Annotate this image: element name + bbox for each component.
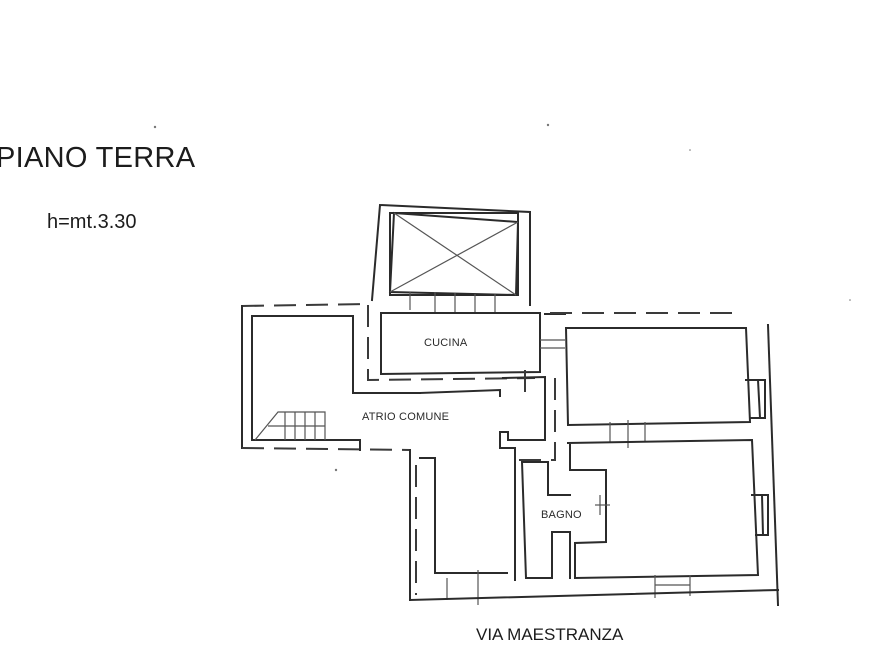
skylight-void: [370, 203, 531, 312]
left-room: [241, 303, 421, 451]
right-lower-room: [446, 438, 769, 605]
outer-wall-bottom: [408, 588, 780, 602]
right-upper-room: [550, 312, 780, 607]
room-label-atrio-comune: ATRIO COMUNE: [362, 411, 450, 423]
floor-title: PIANO TERRA: [0, 142, 196, 174]
ceiling-height-note: h=mt.3.30: [47, 211, 137, 233]
room-label-cucina: CUCINA: [424, 337, 468, 349]
room-label-bagno: BAGNO: [541, 509, 582, 521]
street-label: VIA MAESTRANZA: [476, 625, 624, 644]
atrio-comune: [359, 370, 556, 601]
